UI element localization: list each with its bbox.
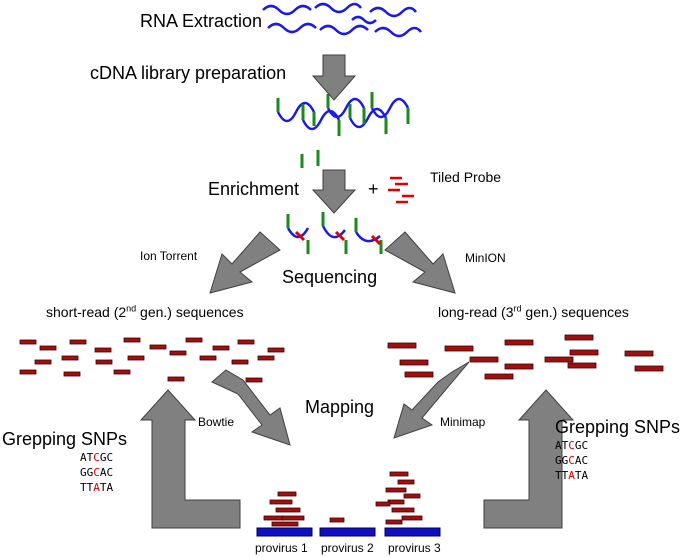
cdna-prep-label: cDNA library preparation — [90, 63, 287, 83]
mapped-reads — [263, 471, 423, 527]
arrow-ion-torrent — [209, 231, 281, 294]
provirus-references — [256, 527, 441, 537]
provirus-2-label: provirus 2 — [321, 541, 374, 555]
snp-row: ATCGC — [80, 451, 114, 464]
snp-row: ATCGC — [555, 439, 589, 452]
short-read-sup: nd — [126, 303, 137, 314]
plus-sign: + — [368, 179, 379, 199]
sequencing-label: Sequencing — [282, 267, 378, 287]
provirus-1-label: provirus 1 — [255, 541, 308, 555]
arrow-snp-left — [139, 389, 241, 529]
arrow-down-1 — [311, 54, 357, 101]
provirus-2-bar — [319, 527, 376, 537]
short-read-text: short-read (2 — [46, 304, 127, 320]
arrow-minion — [384, 231, 456, 294]
arrows — [139, 54, 575, 529]
provirus-3-label: provirus 3 — [388, 541, 441, 555]
long-reads — [387, 334, 664, 380]
provirus-1-bar — [256, 527, 313, 537]
snp-row: GGCAC — [555, 454, 589, 467]
arrow-down-2 — [311, 169, 357, 214]
bowtie-label: Bowtie — [198, 415, 235, 429]
arrow-minimap — [393, 361, 470, 439]
cdna-strands — [276, 92, 410, 168]
minion-label: MinION — [465, 251, 506, 265]
long-read-title: long-read (3rd gen.) sequences — [438, 303, 629, 320]
long-read-sup: rd — [513, 303, 522, 314]
tiled-probe-label: Tiled Probe — [430, 169, 502, 185]
minimap-label: Minimap — [440, 415, 486, 429]
provirus-3-bar — [384, 527, 441, 537]
short-reads — [19, 337, 285, 383]
short-read-title: short-read (2nd gen.) sequences — [46, 303, 244, 320]
snp-list-left: ATCGC GGCAC TTATA — [80, 450, 113, 495]
snp-row: GGCAC — [80, 466, 114, 479]
arrow-bowtie — [211, 369, 291, 446]
long-read-text: long-read (3 — [438, 304, 514, 320]
mapping-label: Mapping — [305, 397, 375, 417]
arrow-snp-right — [483, 389, 575, 529]
rna-strands — [262, 2, 422, 38]
snp-title-right: Grepping SNPs — [555, 417, 681, 437]
snp-row: TTATA — [555, 469, 589, 482]
enrichment-label: Enrichment — [208, 179, 300, 199]
rna-extraction-label: RNA Extraction — [140, 11, 263, 31]
short-read-suffix: gen.) sequences — [136, 304, 244, 320]
long-read-suffix: gen.) sequences — [521, 304, 629, 320]
snp-title-left: Grepping SNPs — [2, 429, 128, 449]
snp-list-right: ATCGC GGCAC TTATA — [555, 438, 588, 483]
ion-torrent-label: Ion Torrent — [140, 249, 198, 263]
tiled-probes — [388, 176, 414, 204]
captured-strands — [286, 212, 383, 254]
snp-row: TTATA — [80, 481, 114, 494]
